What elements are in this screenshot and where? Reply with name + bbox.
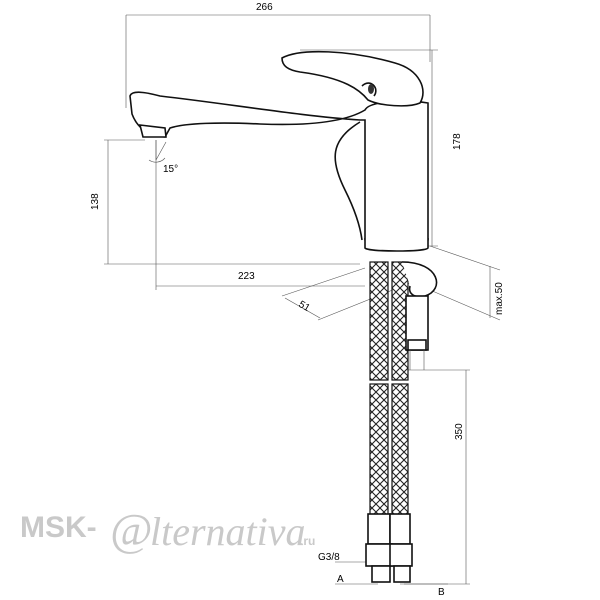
watermark-symbol: @ <box>110 504 152 555</box>
watermark-prefix: MSK- <box>20 511 97 544</box>
dim-hose-length: 350 <box>454 423 465 440</box>
watermark-brand: lternativa <box>150 509 306 554</box>
dim-spout-height: 138 <box>90 193 101 210</box>
hose-right-lower <box>391 383 409 517</box>
label-connector-a: A <box>337 574 344 585</box>
watermark-suffix: .ru <box>300 534 315 548</box>
faucet-body <box>129 50 429 252</box>
dim-spout-reach: 223 <box>238 271 255 282</box>
dim-max-thickness: max.50 <box>494 282 505 315</box>
connector-fittings <box>365 513 413 583</box>
dimension-lines <box>104 14 501 585</box>
dim-thread: G3/8 <box>318 552 340 563</box>
dim-height-total: 178 <box>452 133 463 150</box>
mounting-bracket <box>401 261 438 370</box>
hose-left-upper <box>369 261 389 381</box>
dim-width-total: 266 <box>256 2 273 13</box>
label-connector-b: B <box>438 587 445 598</box>
dim-angle: 15° <box>163 164 178 175</box>
watermark: MSK- @ lternativa .ru <box>20 504 315 555</box>
dim-base-diameter: 51 <box>297 299 313 314</box>
hose-left-lower <box>369 383 389 517</box>
